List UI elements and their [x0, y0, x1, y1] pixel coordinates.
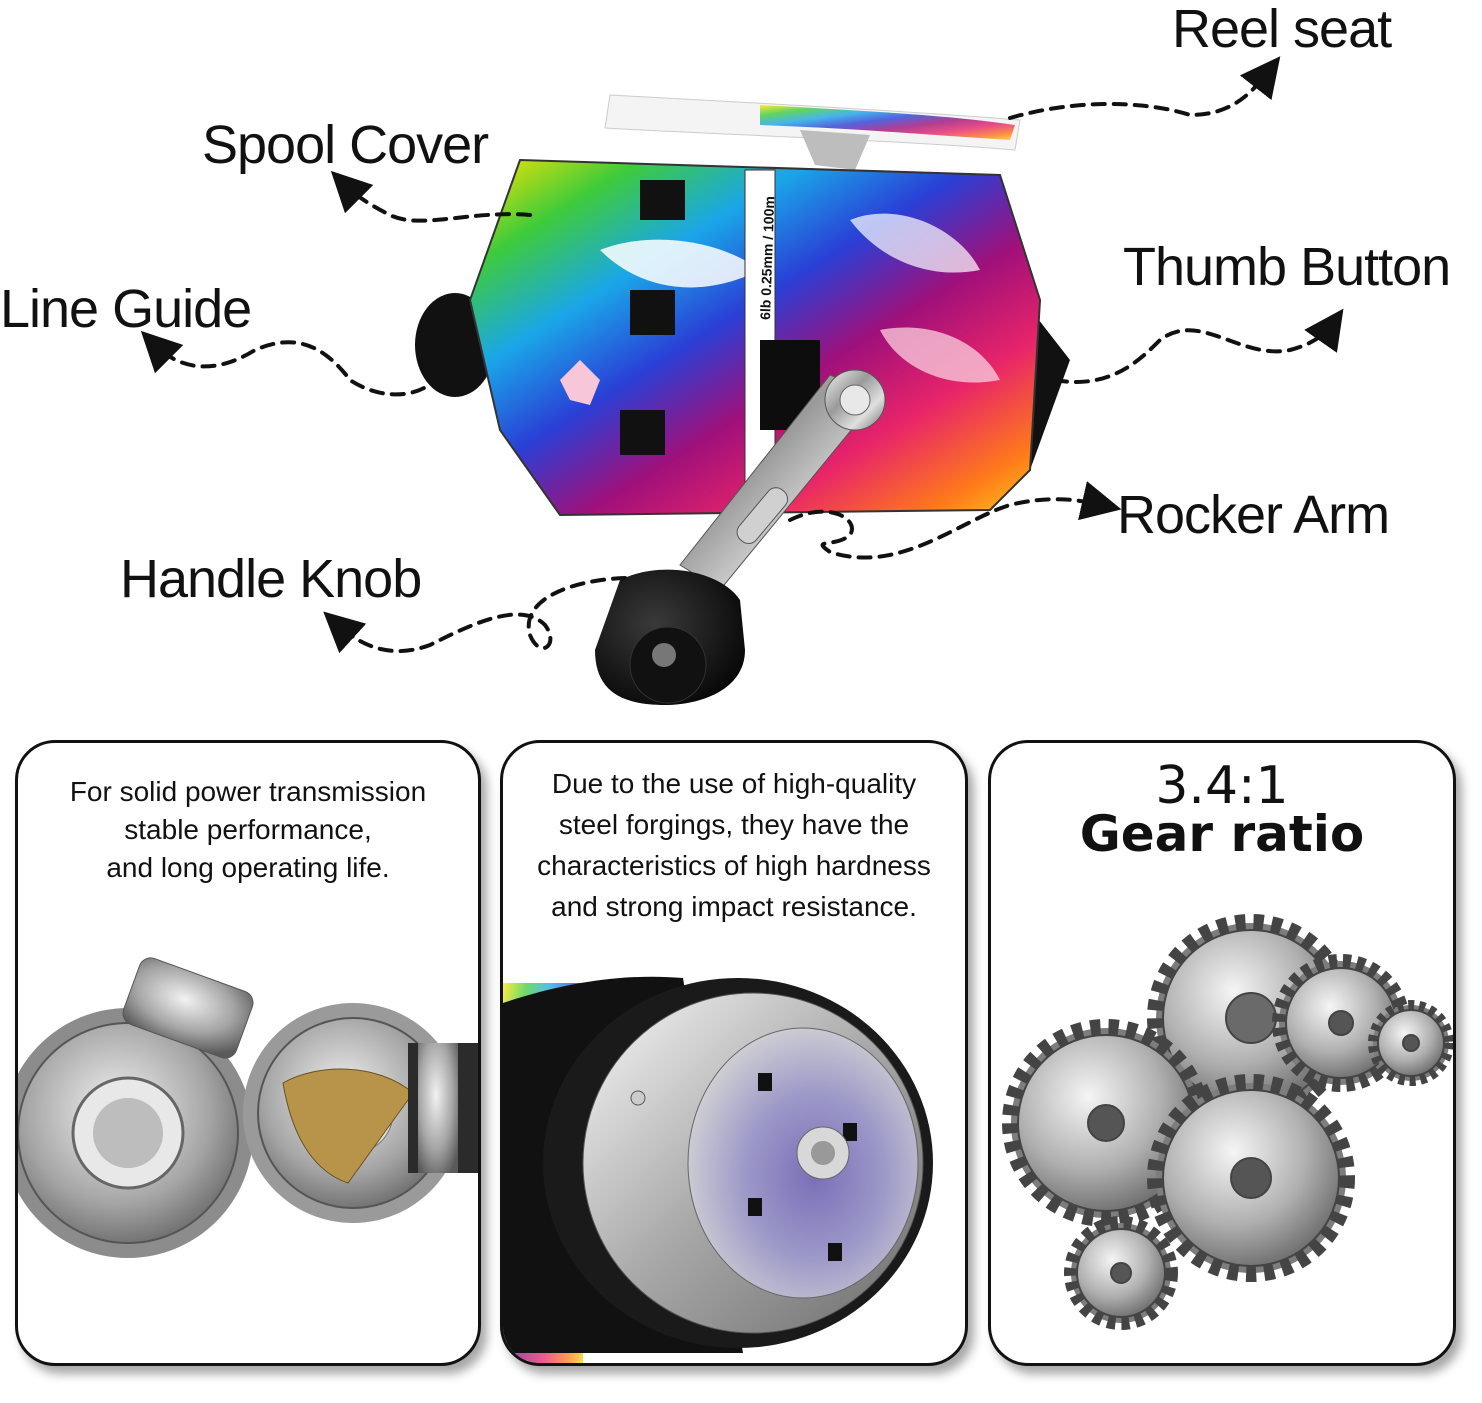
transmission-caption: For solid power transmission stable perf… [18, 773, 478, 887]
callout-reel-seat: Reel seat [1172, 0, 1392, 59]
forging-caption: Due to the use of high-quality steel for… [503, 763, 965, 927]
callout-rocker-arm: Rocker Arm [1117, 485, 1390, 545]
arrow-icon [1053, 308, 1344, 384]
transmission-line-3: and long operating life. [106, 852, 390, 883]
forging-line-2: steel forgings, they have the [558, 809, 910, 840]
spool-cover-closeup-image [503, 976, 933, 1363]
arrow-icon [330, 170, 532, 223]
callout-thumb-button: Thumb Button [1123, 237, 1451, 297]
gear-ratio-value: 3.4:1 [1155, 756, 1289, 816]
gear-cluster-image [1002, 914, 1453, 1330]
transmission-line-2: stable performance, [124, 814, 372, 845]
forging-line-4: and strong impact resistance. [551, 891, 917, 922]
reel-seat-part [604, 94, 1021, 170]
transmission-line-1: For solid power transmission [69, 776, 427, 807]
arrow-icon [1008, 56, 1281, 120]
gear-ratio-label: Gear ratio [1079, 805, 1365, 863]
hero-reel-illustration: 6lb 0.25mm / 100m [140, 56, 1344, 705]
panel-transmission: For solid power transmission stable perf… [15, 740, 481, 1366]
arrow-icon [788, 481, 1122, 560]
callout-handle-knob: Handle Knob [120, 549, 422, 609]
callout-line-guide: Line Guide [0, 279, 252, 339]
forging-line-3: characteristics of high hardness [537, 850, 931, 881]
reel-line-print: 6lb 0.25mm / 100m [757, 196, 777, 320]
gear-assembly-image [18, 957, 478, 1258]
arrow-icon [140, 330, 442, 397]
panel-forging: Due to the use of high-quality steel for… [500, 740, 968, 1366]
callout-spool-cover: Spool Cover [202, 115, 489, 175]
reel-body [468, 158, 1042, 517]
panel-gear-ratio: 3.4:1 Gear ratio [988, 740, 1456, 1366]
arrow-icon [323, 576, 627, 654]
forging-line-1: Due to the use of high-quality [551, 768, 917, 799]
handle-knob-part [595, 569, 745, 705]
